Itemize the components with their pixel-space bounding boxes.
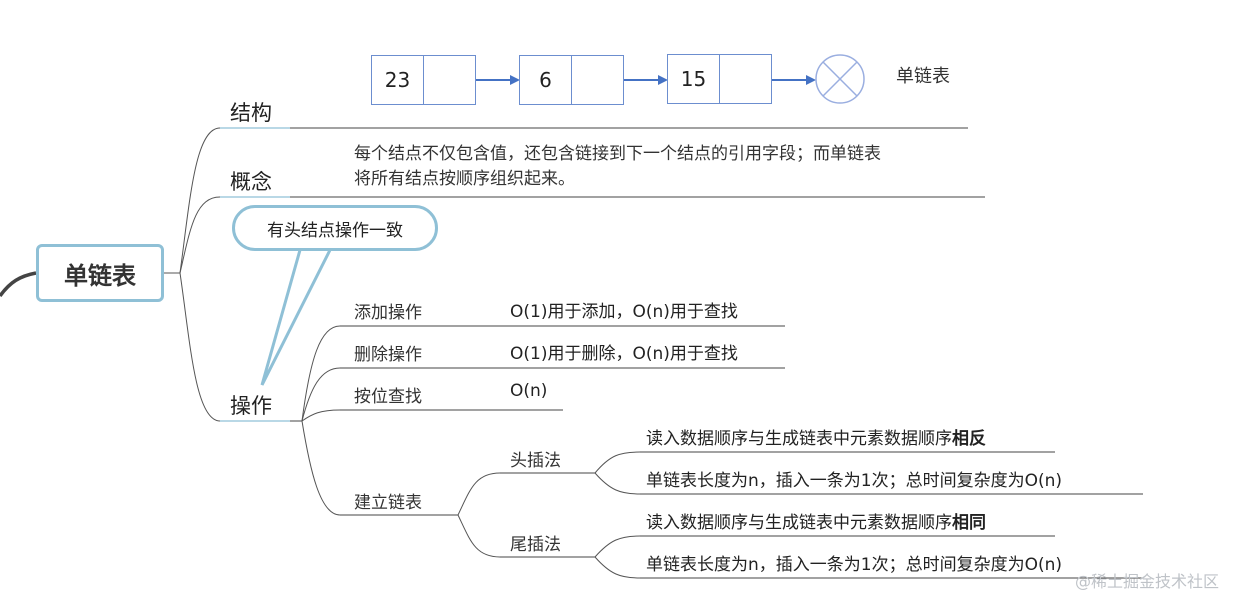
list-node: 6 [519, 55, 624, 105]
topic-operations[interactable]: 操作 [230, 394, 272, 418]
topic-delete-operation[interactable]: 删除操作 [354, 345, 422, 365]
topic-build-list[interactable]: 建立链表 [354, 493, 422, 513]
node-value: 6 [520, 56, 572, 104]
list-node: 15 [667, 54, 772, 104]
order-text: 读入数据顺序与生成链表中元素数据顺序 [646, 513, 952, 533]
tail-insert-complexity: 单链表长度为n，插入一条为1次；总时间复杂度为O(n) [646, 555, 1063, 575]
delete-operation-detail: O(1)用于删除，O(n)用于查找 [510, 344, 738, 364]
order-emphasis: 相反 [952, 429, 986, 449]
topic-head-insert[interactable]: 头插法 [510, 451, 561, 471]
list-node: 23 [371, 55, 476, 105]
topic-concept[interactable]: 概念 [230, 170, 272, 194]
concept-text-line1: 每个结点不仅包含值，还包含链接到下一个结点的引用字段；而单链表 [354, 144, 881, 164]
order-text: 读入数据顺序与生成链表中元素数据顺序 [646, 429, 952, 449]
node-value: 23 [372, 56, 424, 104]
node-value: 15 [668, 55, 720, 103]
topic-add-operation[interactable]: 添加操作 [354, 303, 422, 323]
topic-structure[interactable]: 结构 [230, 101, 272, 125]
concept-text-line2: 将所有结点按顺序组织起来。 [354, 169, 575, 189]
index-search-detail: O(n) [510, 381, 548, 401]
topic-tail-insert[interactable]: 尾插法 [510, 535, 561, 555]
topic-index-search[interactable]: 按位查找 [354, 387, 422, 407]
null-terminator-icon [815, 54, 865, 104]
watermark: @稀土掘金技术社区 [1075, 572, 1220, 591]
head-insert-order: 读入数据顺序与生成链表中元素数据顺序相反 [646, 424, 986, 449]
tail-insert-order: 读入数据顺序与生成链表中元素数据顺序相同 [646, 508, 986, 533]
callout-note: 有头结点操作一致 [232, 205, 438, 251]
diagram-caption: 单链表 [896, 66, 950, 87]
add-operation-detail: O(1)用于添加，O(n)用于查找 [510, 302, 738, 322]
root-topic[interactable]: 单链表 [36, 244, 164, 302]
order-emphasis: 相同 [952, 513, 986, 533]
head-insert-complexity: 单链表长度为n，插入一条为1次；总时间复杂度为O(n) [646, 471, 1063, 491]
